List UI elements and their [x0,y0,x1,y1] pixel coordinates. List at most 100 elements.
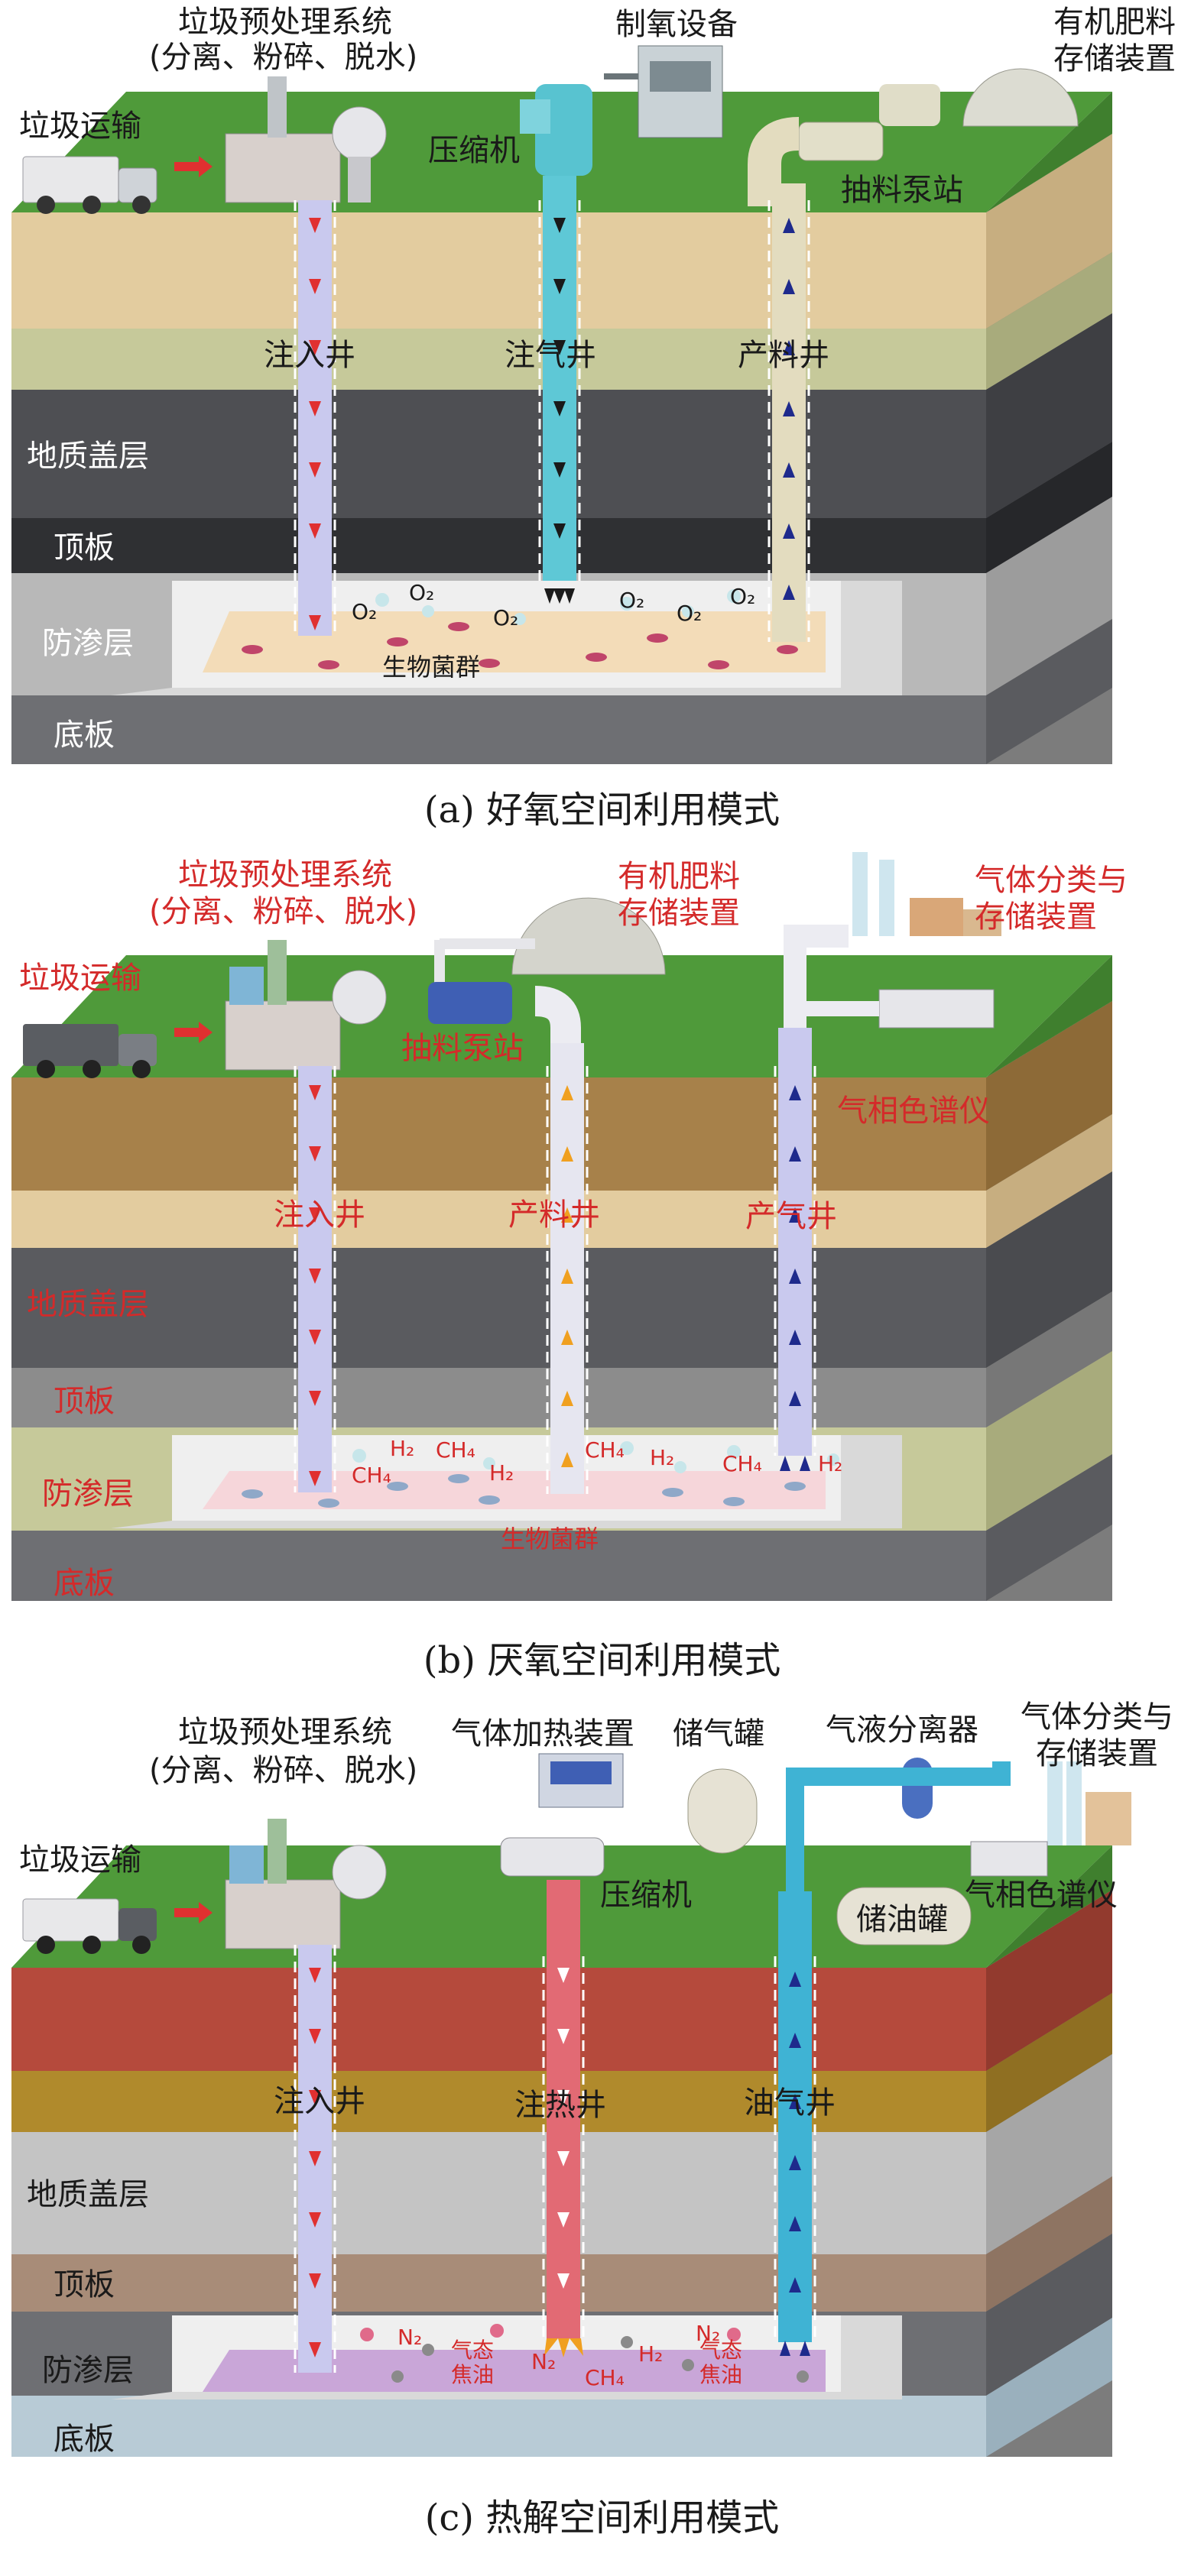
label-microbes: 生物菌群 [501,1525,599,1554]
reaction-chamber [111,581,902,695]
label-gas-chromatograph: 气相色谱仪 [965,1878,1118,1913]
label-transport: 垃圾运输 [19,961,141,996]
caption-panel-b: (b) 厌氧空间利用模式 [423,1639,781,1682]
panel-c-diagram: 垃圾运输 垃圾预处理系统 (分离、粉碎、脱水) 气体加热装置 储气罐 气液分离器… [11,1700,1173,2457]
label-pretreat: 垃圾预处理系统 [178,5,392,40]
gas-label: H₂ [390,1436,414,1461]
flow-arrows-up-navy [780,1085,810,1471]
label-oxygen-equipment: 制氧设备 [615,7,738,42]
gas-label: N₂ [398,2325,422,2350]
label-compressor: 压缩机 [428,133,520,168]
label-gaseous-tar: 焦油 [699,2362,742,2387]
bottom-zone [203,2350,826,2392]
flow-arrows-down-black [544,218,575,604]
label-well-1: 注入井 [264,338,355,373]
pump-station-icon [428,982,581,1058]
label-well-1: 注入井 [274,2084,365,2119]
gas-bubbles [360,2324,809,2383]
label-layer-cap: 地质盖层 [27,2177,149,2212]
gas-label: CH₄ [585,1437,625,1463]
bottom-zone [203,611,826,672]
label-gaseous-tar: 气态 [451,2338,494,2363]
label-pretreat-sub: (分离、粉碎、脱水) [149,894,417,929]
gas-label: CH₄ [352,1463,391,1488]
microbe-dots [242,622,798,669]
label-well-2: 注热井 [514,2088,606,2123]
flow-arrows-down-red [309,218,321,630]
reaction-chamber [111,1435,902,1528]
gas-label: H₂ [489,1460,514,1486]
arrow-icon [174,1022,213,1043]
label-well-1: 注入井 [274,1197,365,1233]
strata-front [11,1890,1112,2457]
label-fertilizer-storage-1: 有机肥料 [618,859,740,894]
strata-front [11,134,1112,764]
bottom-zone [203,1471,826,1509]
label-layer-seep: 防渗层 [42,1476,134,1512]
label-pretreat: 垃圾预处理系统 [178,1715,392,1750]
label-layer-roof: 顶板 [54,530,115,565]
label-layer-floor: 底板 [54,2422,115,2457]
gas-chromatograph-icon [795,989,995,1029]
panel-a-diagram: 垃圾运输 垃圾预处理系统 (分离、粉碎、脱水) 制氧设备 压缩机 有机肥料 存储… [11,5,1176,764]
gas-label: O₂ [352,599,377,624]
label-pretreat-sub: (分离、粉碎、脱水) [149,40,417,75]
caption-panel-a: (a) 好氧空间利用模式 [424,789,780,831]
gas-label: N₂ [531,2349,556,2374]
label-well-2: 注气井 [505,338,596,373]
gas-label: O₂ [493,605,518,630]
label-gas-storage-2: 存储装置 [975,899,1097,935]
arrow-icon [174,156,213,177]
label-well-3: 产料井 [738,338,829,373]
label-layer-cap: 地质盖层 [27,439,149,474]
compressor-icon [500,1837,605,1877]
flow-arrows-down-red [309,1968,321,2357]
label-separator: 气液分离器 [826,1712,978,1748]
label-oil-tank: 储油罐 [856,1902,948,1937]
pretreatment-plant-icon [225,940,387,1071]
label-gas-chromatograph: 气相色谱仪 [837,1094,990,1129]
flow-arrows-out-orange [544,2338,583,2357]
separator-icon [786,1758,1011,1891]
label-fertilizer-storage-1: 有机肥料 [1053,5,1176,40]
pretreatment-plant-icon [225,76,387,203]
pump-station-icon [748,117,884,206]
well-2 [538,176,581,581]
well-3 [768,183,810,642]
label-gaseous-tar: 气态 [699,2338,742,2363]
label-gas-storage-1: 气体分类与 [975,863,1128,898]
garbage-truck-icon [22,156,157,214]
gas-bubbles [375,589,741,625]
microbe-dots [242,1474,806,1508]
oil-tank-icon [836,1887,972,1946]
compressor-icon [520,84,592,176]
label-pump-station: 抽料泵站 [401,1031,524,1066]
label-compressor: 压缩机 [600,1878,692,1913]
label-layer-seep: 防渗层 [42,2353,134,2388]
well-2 [546,1043,589,1494]
label-pretreat: 垃圾预处理系统 [178,857,392,893]
panel-b-diagram: 垃圾运输 垃圾预处理系统 (分离、粉碎、脱水) 有机肥料 存储装置 抽料泵站 气… [11,852,1128,1601]
caption-panel-c: (c) 热解空间利用模式 [424,2497,780,2539]
gas-heater-icon [538,1753,624,1808]
gas-chromatograph-icon [970,1841,1048,1877]
label-transport: 垃圾运输 [19,1842,141,1878]
label-gas-storage-2: 存储装置 [1036,1736,1158,1771]
gas-label: H₂ [638,2341,663,2367]
label-gas-tank: 储气罐 [673,1716,764,1751]
gas-bubbles [352,1441,839,1473]
flow-arrows-up-navy [783,218,795,600]
label-layer-floor: 底板 [54,718,115,753]
label-fertilizer-storage-2: 存储装置 [618,896,740,931]
oxygen-generator-icon [604,45,723,138]
label-layer-cap: 地质盖层 [27,1287,149,1322]
gas-tank-icon [687,1768,758,1854]
label-layer-roof: 顶板 [54,2267,115,2302]
flow-arrows-up-orange [561,1085,573,1467]
label-well-3: 油气井 [744,2085,836,2121]
arrow-icon [174,1902,213,1923]
well-3 [774,1891,816,2342]
label-well-3: 产气井 [745,1199,837,1234]
gas-label: CH₄ [585,2365,625,2390]
label-gas-heater: 气体加热装置 [451,1716,634,1751]
